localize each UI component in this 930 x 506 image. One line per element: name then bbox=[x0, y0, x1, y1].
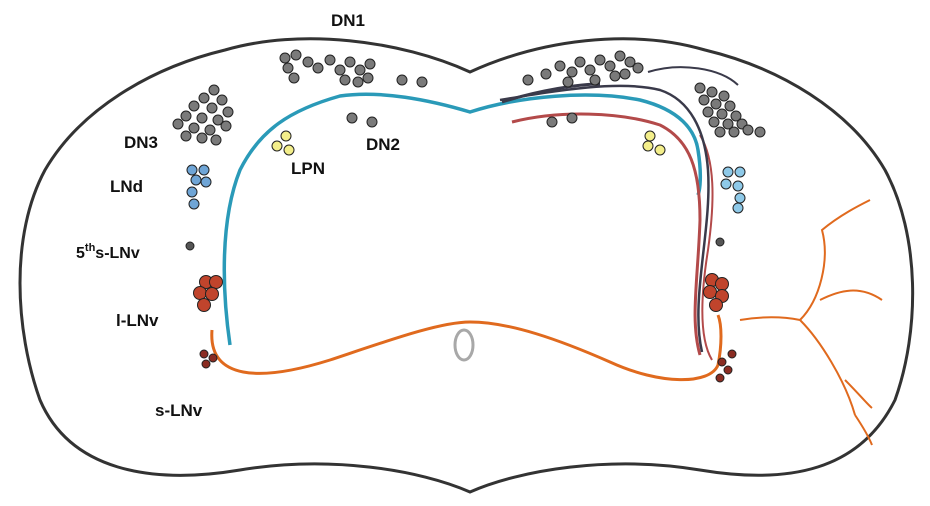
dn3-cells-right bbox=[695, 83, 765, 137]
orange-arbor-right bbox=[740, 200, 882, 445]
l-lnv-cells-right bbox=[704, 274, 729, 312]
label-fifth-s-lnv: 5ths-LNv bbox=[76, 242, 140, 262]
l-lnv-cells-left bbox=[194, 276, 223, 312]
lpn-cells-right bbox=[643, 131, 665, 155]
label-fifth-s-lnv-suffix: s-LNv bbox=[95, 245, 140, 262]
fifth-s-lnv-cell-left bbox=[186, 242, 194, 250]
lnd-cells-right bbox=[721, 167, 745, 213]
maroon-projection bbox=[512, 114, 700, 355]
dark-projection bbox=[500, 86, 708, 352]
maroon-projection-2 bbox=[700, 135, 713, 360]
dn1-cells-left bbox=[280, 50, 427, 87]
label-s-lnv: s-LNv bbox=[155, 401, 203, 420]
orange-projection bbox=[212, 315, 721, 380]
label-dn3: DN3 bbox=[124, 133, 158, 152]
brain-outline bbox=[20, 39, 913, 492]
central-ring bbox=[455, 330, 473, 360]
lnd-cells-left bbox=[187, 165, 211, 209]
label-l-lnv: l-LNv bbox=[116, 311, 159, 330]
label-lpn: LPN bbox=[291, 159, 325, 178]
dn1-cells-right bbox=[523, 51, 643, 87]
label-dn1: DN1 bbox=[331, 11, 365, 30]
dn2-cells-left bbox=[347, 113, 377, 127]
fifth-s-lnv-cell-right bbox=[716, 238, 724, 246]
label-lnd: LNd bbox=[110, 177, 143, 196]
teal-projection bbox=[224, 94, 700, 345]
dn3-cells-left bbox=[173, 85, 233, 145]
label-fifth-s-lnv-prefix: 5 bbox=[76, 245, 85, 262]
label-fifth-s-lnv-sup: th bbox=[85, 242, 96, 254]
label-dn2: DN2 bbox=[366, 135, 400, 154]
dark-projection-2 bbox=[648, 67, 738, 85]
lpn-cells-left bbox=[272, 131, 294, 155]
